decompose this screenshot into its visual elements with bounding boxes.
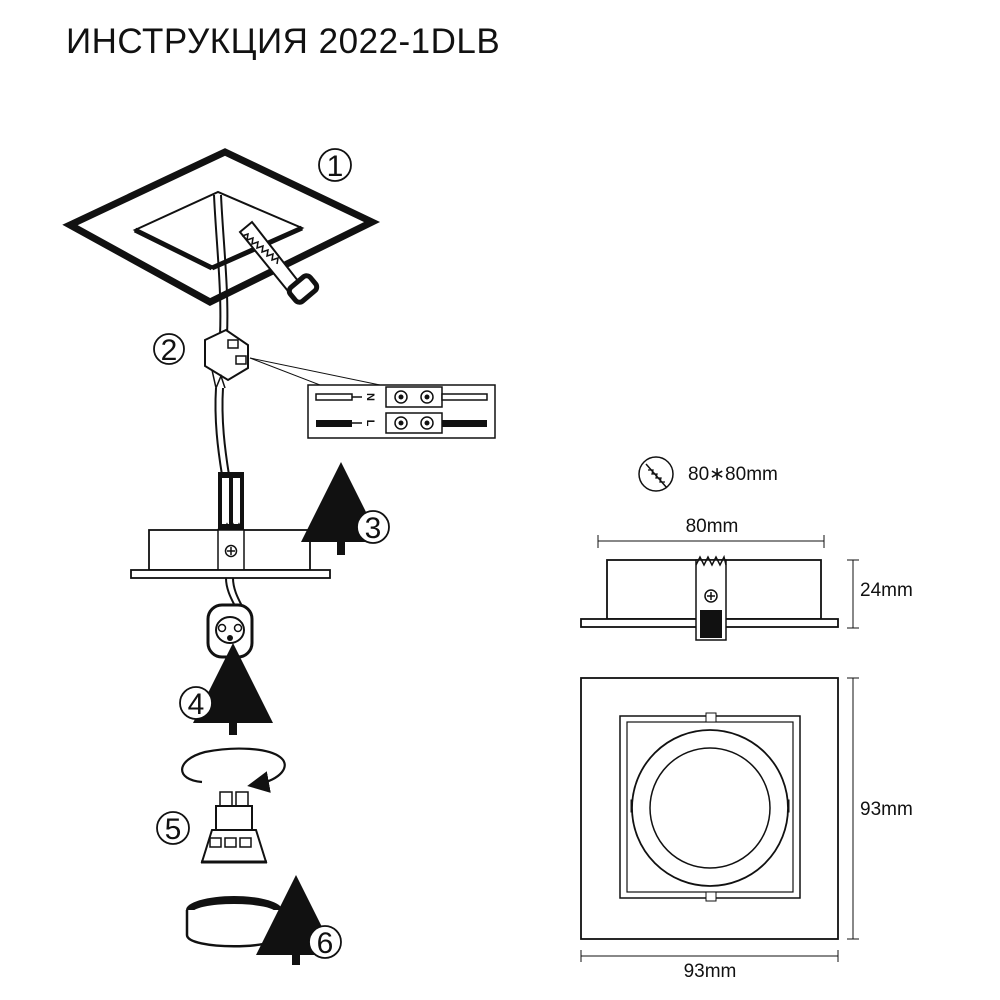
step-6-circle: [308, 925, 342, 959]
fixture-body-illustration: 3: [130, 462, 390, 609]
width-side-label: 80mm: [686, 516, 739, 537]
step-1-circle: [318, 148, 352, 182]
saw-icon: [238, 220, 320, 305]
step-1-number: 1: [327, 150, 344, 183]
step-5-number: 5: [165, 813, 182, 846]
cutout-size-text: 80∗80mm: [688, 464, 778, 485]
ceiling-cutout-illustration: 1: [62, 148, 381, 336]
saw-icon: [638, 456, 674, 492]
height-side-label: 24mm: [860, 580, 913, 601]
neutral-label: N: [364, 393, 376, 401]
cutout-size-label: 80∗80mm: [638, 456, 778, 492]
rotate-arrow-icon: [181, 747, 286, 793]
step-4-number: 4: [188, 688, 205, 721]
page-title: ИНСТРУКЦИЯ 2022-1DLB: [66, 22, 501, 61]
step-2-number: 2: [161, 334, 178, 367]
cover-ring-illustration: 6: [185, 875, 342, 965]
step-2-circle: [153, 333, 185, 365]
step-5-circle: [156, 811, 190, 845]
width-front-label: 93mm: [684, 961, 737, 982]
step-6-number: 6: [317, 927, 334, 960]
terminal-block-illustration: 2: [153, 328, 381, 476]
height-front-label: 93mm: [860, 799, 913, 820]
side-view-drawing: 80mm 24mm: [580, 516, 913, 641]
front-view-drawing: 93mm 93mm: [580, 677, 913, 982]
wiring-detail-box: N L: [307, 384, 496, 439]
step-3-circle: [356, 510, 390, 544]
lamp-socket-illustration: 4: [179, 603, 273, 735]
bulb-illustration: 5: [156, 747, 286, 864]
step-4-circle: [179, 686, 213, 720]
live-label: L: [364, 420, 376, 427]
step-3-number: 3: [365, 512, 382, 545]
